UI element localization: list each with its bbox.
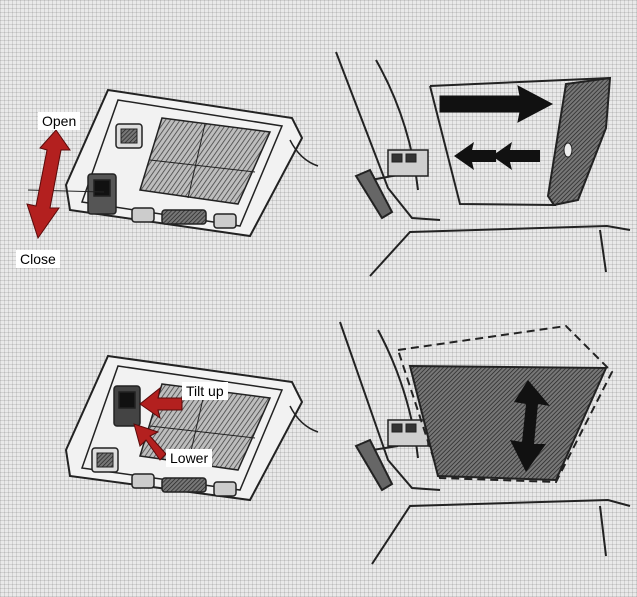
slide-open-arrow-icon — [439, 85, 554, 123]
sunroof-glass-panel — [546, 76, 612, 207]
lower-arrow-icon — [133, 423, 167, 461]
sunroof-tilt-switch — [113, 385, 141, 427]
lower-label: Lower — [166, 449, 213, 467]
slide-close-arrow-icon — [454, 142, 540, 170]
car-interior-top-right — [335, 51, 631, 277]
sunroof-slide-switch — [87, 173, 117, 215]
tilt-up-label: Tilt up — [182, 382, 228, 400]
console-panel-top — [64, 88, 319, 238]
tilted-sunroof-glass — [396, 324, 614, 484]
tilt-double-arrow-icon — [510, 380, 550, 472]
close-label: Close — [16, 250, 60, 268]
open-label: Open — [38, 112, 81, 130]
console-panel-bottom — [64, 354, 319, 502]
tilt-up-arrow-icon — [139, 386, 183, 420]
open-close-arrow-icon — [26, 129, 71, 240]
car-interior-bottom-right — [339, 321, 631, 565]
